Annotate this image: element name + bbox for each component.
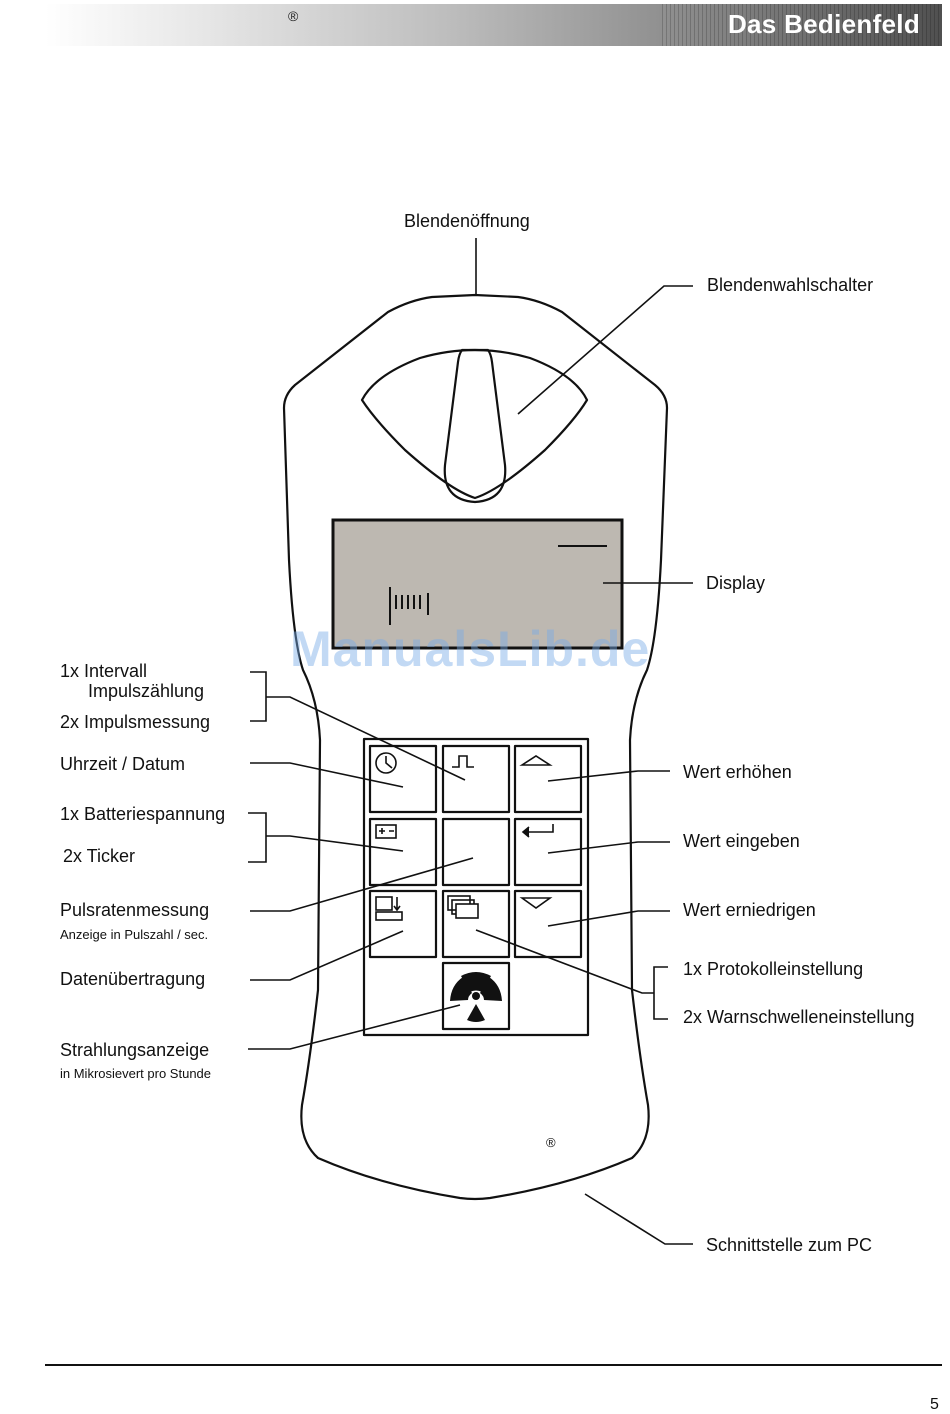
stacked-layers-icon xyxy=(447,895,479,919)
arrow-down-icon xyxy=(519,897,553,909)
impulse-button xyxy=(441,744,511,814)
leader-lines xyxy=(248,238,693,1245)
label-value-increase: Wert erhöhen xyxy=(683,762,792,782)
device-body xyxy=(282,293,669,1201)
keypad-frame xyxy=(362,737,590,1037)
device-registered-mark: ® xyxy=(546,1135,556,1150)
up-button xyxy=(513,744,583,814)
display-screen xyxy=(331,518,624,650)
label-pulse-rate-sub: Anzeige in Pulszahl / sec. xyxy=(60,927,208,942)
radiation-icon xyxy=(450,972,502,1022)
label-interval-line2: Impulszählung xyxy=(88,681,204,701)
header-registered-mark: ® xyxy=(288,8,299,24)
label-battery-voltage: 1x Batteriespannung xyxy=(60,804,225,824)
label-ticker: 2x Ticker xyxy=(63,846,135,866)
watermark: ManualsLib.de xyxy=(290,621,651,677)
label-value-enter: Wert eingeben xyxy=(683,831,800,851)
footer-rule xyxy=(45,1364,942,1366)
clock-icon xyxy=(375,752,397,774)
aperture-switch-housing xyxy=(360,348,589,500)
label-data-transfer: Datenübertragung xyxy=(60,969,205,989)
protocol-button xyxy=(441,889,511,959)
label-aperture-switch: Blendenwahlschalter xyxy=(707,275,873,295)
label-radiation-display: Strahlungsanzeige xyxy=(60,1040,209,1060)
enter-button xyxy=(513,817,583,887)
label-warning-threshold: 2x Warnschwelleneinstellung xyxy=(683,1007,914,1027)
label-pulse-rate: Pulsratenmessung xyxy=(60,900,209,920)
label-time-date: Uhrzeit / Datum xyxy=(60,754,185,774)
label-display: Display xyxy=(706,573,765,593)
battery-button xyxy=(368,817,438,887)
clock-button xyxy=(368,744,438,814)
datatransfer-button xyxy=(368,889,438,959)
enter-icon xyxy=(521,824,554,838)
label-value-decrease: Wert erniedrigen xyxy=(683,900,816,920)
label-radiation-sub: in Mikrosievert pro Stunde xyxy=(60,1066,211,1081)
label-pc-interface: Schnittstelle zum PC xyxy=(706,1235,872,1255)
header-stripes xyxy=(662,4,942,46)
page-header-bar: Das Bedienfeld xyxy=(45,4,942,46)
label-impulse-measurement: 2x Impulsmessung xyxy=(60,712,210,732)
computer-icon xyxy=(375,896,403,921)
battery-icon xyxy=(375,824,397,839)
arrow-up-icon xyxy=(519,755,553,766)
page-title: Das Bedienfeld xyxy=(727,9,920,39)
label-interval-line1: 1x Intervall xyxy=(60,661,147,681)
label-aperture-opening: Blendenöffnung xyxy=(404,211,530,231)
radiation-button xyxy=(441,961,511,1031)
label-protocol-setting: 1x Protokolleinstellung xyxy=(683,959,863,979)
pulse-icon xyxy=(452,755,474,768)
display-segments xyxy=(389,545,607,625)
page-number: 5 xyxy=(930,1396,939,1413)
pulserate-button xyxy=(441,817,511,887)
aperture-knob xyxy=(443,348,507,504)
